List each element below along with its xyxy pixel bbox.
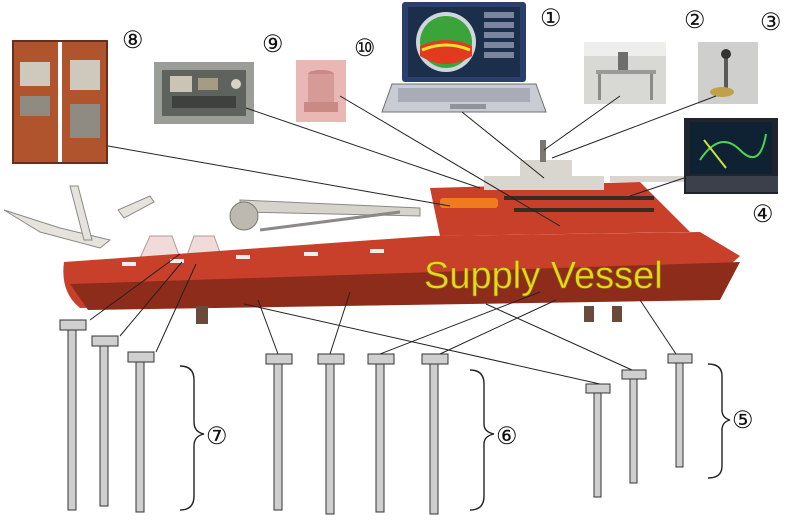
callout-7: ⑦ — [206, 422, 228, 450]
callout-10: ⑩ — [354, 34, 376, 62]
electrical-cabinet-photo — [12, 40, 108, 164]
group-braces — [179, 363, 731, 511]
sensor-pole — [67, 329, 77, 511]
callout-labels: ① ② ③ ④ ⑤ ⑥ ⑦ ⑧ ⑨ ⑩ — [122, 4, 782, 450]
laptop-monitor — [381, 2, 547, 113]
callout-9: ⑨ — [262, 30, 284, 58]
leader-lines — [89, 95, 717, 385]
supply-vessel: Supply Vessel — [3, 140, 741, 324]
bridge-console-monitor — [684, 118, 778, 194]
sensor-cylinder-photo — [296, 60, 346, 122]
sensor-head — [59, 319, 87, 331]
mast-sensor-photo — [584, 42, 666, 104]
callout-8: ⑧ — [122, 26, 144, 54]
callout-4: ④ — [752, 200, 774, 228]
anemometer-photo — [698, 42, 758, 104]
callout-3: ③ — [760, 8, 782, 36]
vessel-label: Supply Vessel — [424, 255, 663, 297]
callout-5: ⑤ — [732, 406, 754, 434]
junction-box-photo — [154, 62, 254, 124]
callout-2: ② — [684, 6, 706, 34]
callout-6: ⑥ — [496, 422, 518, 450]
sensor-poles — [59, 319, 693, 515]
callout-1: ① — [540, 4, 562, 32]
